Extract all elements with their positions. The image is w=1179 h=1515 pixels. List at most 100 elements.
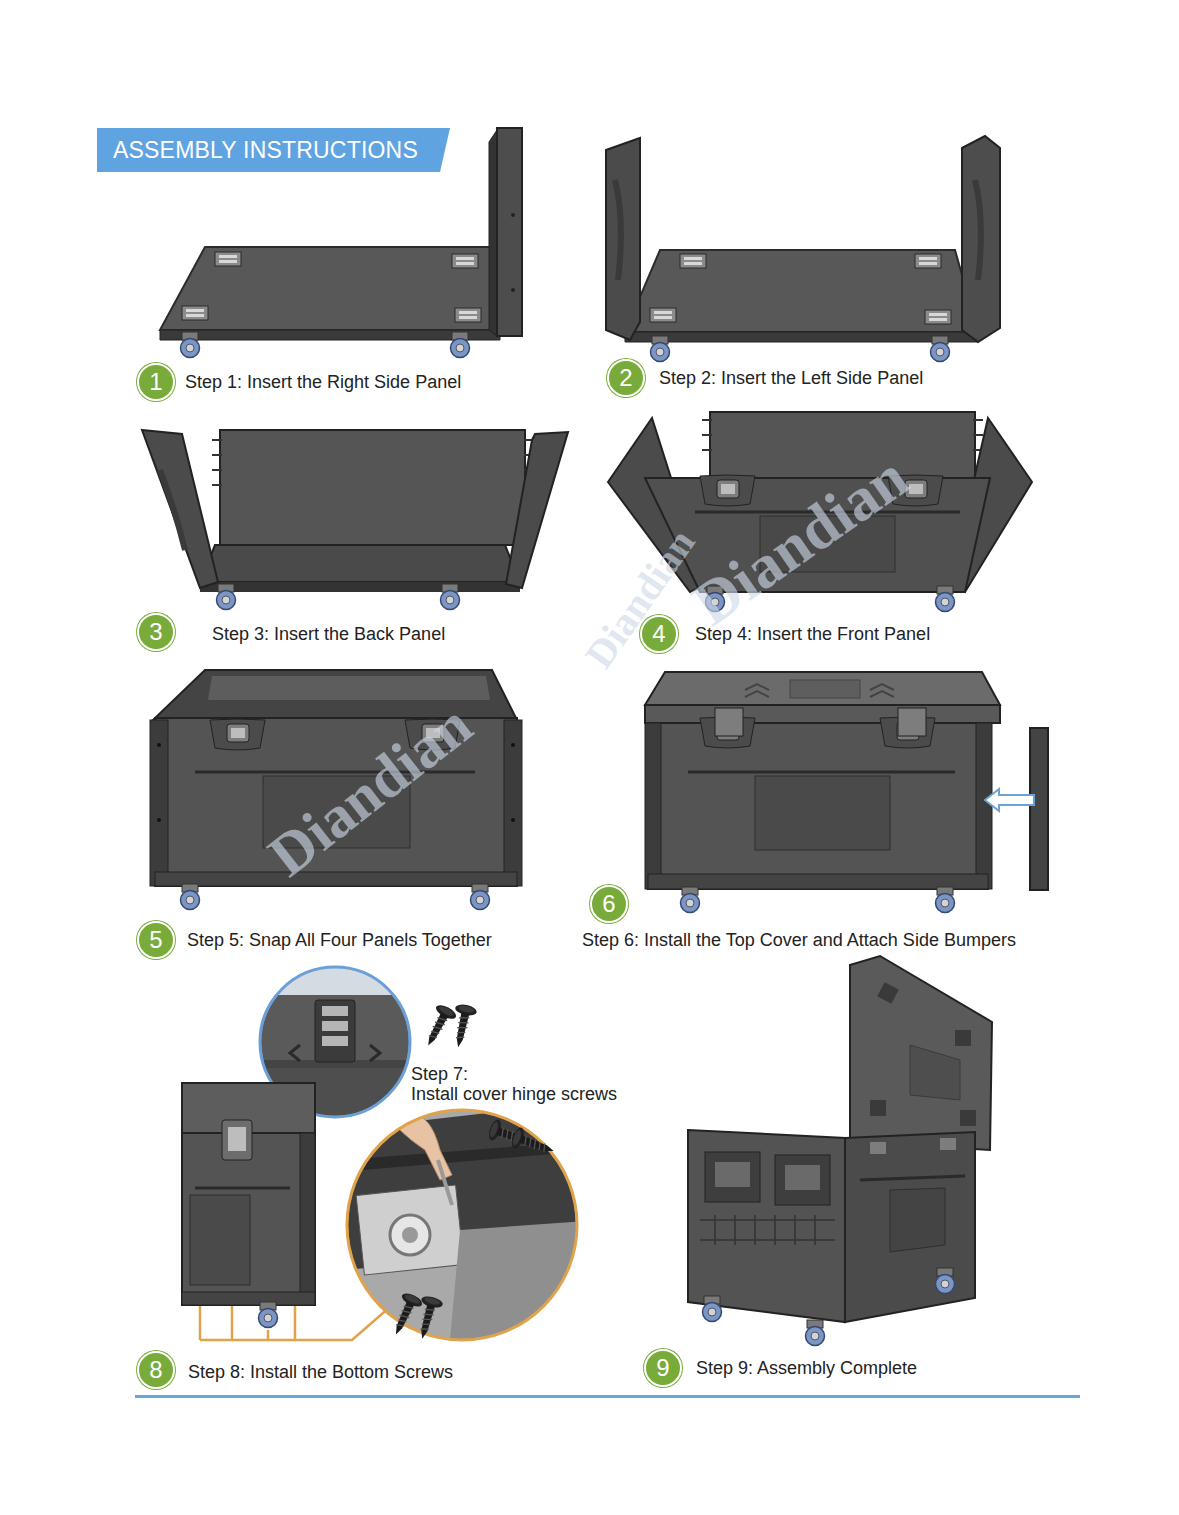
step1-figure-part (511, 288, 515, 292)
step6-figure-part (985, 789, 1034, 811)
step9-figure-part (860, 1176, 965, 1180)
step9-figure-part (705, 1152, 760, 1202)
step8-zoom-part (347, 1110, 577, 1340)
step-caption: Step 1: Insert the Right Side Panel (185, 372, 461, 393)
step5-figure-part (504, 720, 522, 886)
step6-figure-part (645, 672, 1000, 705)
step8-figure-part (300, 1133, 315, 1305)
step9-figure-part (806, 1320, 825, 1346)
step9-figure-part (890, 1188, 945, 1252)
step3-figure-part (212, 440, 534, 485)
watermark: Diandian (575, 520, 704, 676)
step8-zoom-part-part (402, 1227, 418, 1243)
step8-figure-part (182, 1292, 315, 1305)
step-number-badge: 6 (590, 885, 628, 923)
step-number: 1 (149, 370, 162, 394)
step7-zoom-part-part (290, 1045, 380, 1061)
step6-figure-part (755, 776, 890, 850)
step8-zoom-part (412, 1294, 444, 1341)
step2-figure-part (651, 336, 670, 362)
step1-figure-part (160, 247, 500, 330)
title: ASSEMBLY INSTRUCTIONS (113, 137, 418, 164)
step6-figure-part (790, 680, 860, 698)
step1-figure-part (160, 330, 500, 340)
step3-figure (142, 430, 568, 610)
step6-figure-part (645, 723, 661, 889)
step2-figure-part (615, 180, 621, 280)
step5-figure-part (155, 872, 517, 886)
step5-figure-part (511, 743, 515, 747)
step-caption: Step 5: Snap All Four Panels Together (187, 930, 492, 951)
step-number: 6 (602, 892, 615, 916)
step8-figure-part (222, 1120, 252, 1160)
step-number-badge: 1 (137, 363, 175, 401)
step3-figure-part (506, 432, 568, 588)
step2-figure-part (606, 138, 640, 340)
step9-figure-part (870, 1142, 886, 1154)
step5-figure-part (157, 818, 161, 822)
step9-figure-part (845, 1132, 975, 1322)
step9-figure-part (850, 956, 992, 1150)
step4-figure-part (702, 420, 983, 450)
step2-figure (606, 136, 1000, 362)
step9-figure-part (940, 1138, 956, 1150)
step1-figure-part (215, 252, 241, 266)
step-number-badge: 9 (644, 1349, 682, 1387)
step3-figure-part (217, 584, 236, 610)
step5-figure-part (511, 818, 515, 822)
step6-figure (645, 672, 1048, 913)
step9-figure (688, 956, 992, 1346)
step9-figure-part (955, 1030, 971, 1046)
step1-figure-part (497, 128, 522, 336)
step-number-badge: 8 (137, 1351, 175, 1389)
step-number: 2 (619, 366, 632, 390)
step8-zoom-part-part (356, 1185, 464, 1275)
step2-figure-part (650, 308, 676, 322)
step9-figure-part (870, 1100, 886, 1116)
step-number: 5 (149, 928, 162, 952)
step6-figure-part (1030, 728, 1048, 890)
bottom-rule (135, 1395, 1080, 1398)
step-number: 9 (656, 1356, 669, 1380)
step6-figure-part (715, 708, 743, 736)
step9-figure-part (785, 1165, 820, 1190)
step9-figure-part (936, 1268, 955, 1294)
step5-figure-part (157, 743, 161, 747)
step-number: 8 (149, 1358, 162, 1382)
step8-zoom (340, 1100, 600, 1342)
step9-figure-part (775, 1155, 830, 1205)
step2-figure-part (625, 332, 978, 342)
step-number-badge: 5 (137, 921, 175, 959)
step1-figure-part (489, 130, 497, 336)
title-banner: ASSEMBLY INSTRUCTIONS (97, 128, 450, 172)
step4-figure-part (700, 475, 755, 506)
step7-zoom-part-part (322, 1036, 348, 1046)
step9-figure-part (700, 1215, 835, 1245)
step2-figure-part (975, 180, 981, 280)
step1-figure-part (182, 306, 208, 320)
step-number-badge: 2 (607, 359, 645, 397)
step8-zoom-part-part (438, 1160, 452, 1205)
step-caption: Step 8: Install the Bottom Screws (188, 1362, 453, 1383)
step8-zoom-part (386, 1291, 424, 1339)
step9-figure-part (703, 1296, 722, 1322)
step9-figure-part (960, 1110, 976, 1126)
step8-zoom-part (487, 1118, 535, 1153)
step1-figure-part (455, 308, 481, 322)
step5-figure-part (471, 884, 490, 910)
step8-figure-part (200, 1300, 398, 1340)
step-caption: Step 3: Insert the Back Panel (212, 624, 445, 645)
step-caption: Step 6: Install the Top Cover and Attach… (582, 930, 1016, 951)
step-number: 3 (149, 620, 162, 644)
step9-figure-part (715, 1162, 750, 1187)
step7-zoom-part-part (315, 1000, 355, 1062)
step1-figure-part (452, 254, 478, 268)
step8-zoom-part-part (390, 1215, 430, 1255)
step9-figure-part (688, 1130, 845, 1322)
step-caption: Step 2: Insert the Left Side Panel (659, 368, 923, 389)
step6-figure-part (688, 771, 955, 774)
step9-figure-part (877, 982, 899, 1004)
step5-figure (150, 670, 522, 910)
